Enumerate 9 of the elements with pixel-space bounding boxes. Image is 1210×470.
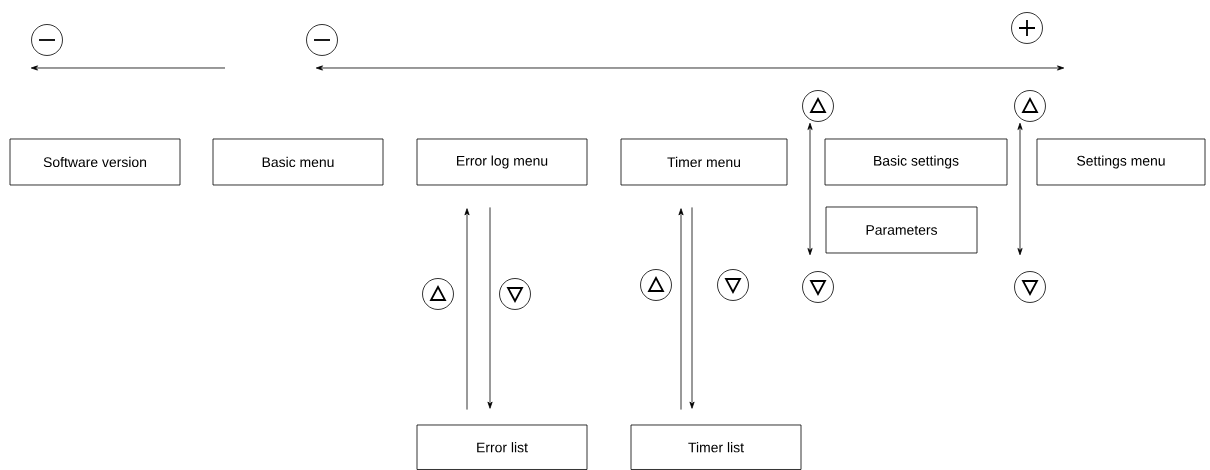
- menu-box: Basic menu: [212, 138, 384, 186]
- menu-box: Error list: [416, 424, 588, 470]
- menu-box: Timer menu: [620, 138, 788, 186]
- menu-box: Timer list: [630, 424, 802, 470]
- menu-box: Error log menu: [416, 138, 588, 186]
- menu-box: Settings menu: [1036, 138, 1206, 186]
- menu-box: Basic settings: [824, 138, 1008, 186]
- menu-box: Software version: [9, 138, 181, 186]
- menu-box: Parameters: [825, 206, 978, 254]
